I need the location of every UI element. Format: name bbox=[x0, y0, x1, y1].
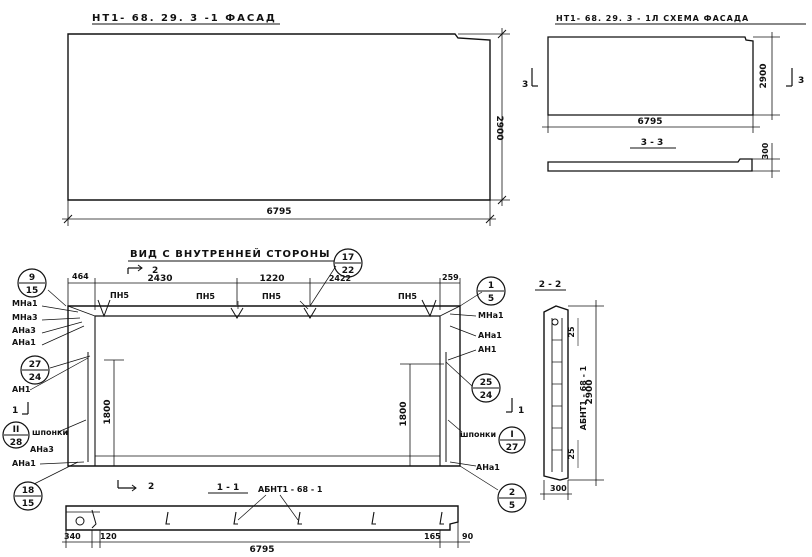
cut2-top-label: 2 bbox=[152, 266, 158, 276]
scheme-view: НТ1- 68. 29. 3 - 1Л СХЕМА ФАСАДА 3 3 290… bbox=[522, 14, 806, 178]
s22-height-dim: 2900 bbox=[585, 379, 595, 404]
dim-340: 340 bbox=[64, 532, 81, 541]
cut2-bottom-label: 2 bbox=[148, 482, 154, 492]
bubble-num: 17 bbox=[342, 253, 355, 263]
dim-1220: 1220 bbox=[259, 274, 284, 284]
scheme-thick-dim: 300 bbox=[761, 142, 770, 159]
bubble-num: II bbox=[13, 425, 20, 435]
bubble-num: 1 bbox=[488, 281, 494, 291]
inner-view: ВИД С ВНУТРЕННЕЙ СТОРОНЫ 2 464 2430 1220… bbox=[12, 247, 524, 492]
bubble-den: 27 bbox=[506, 443, 519, 453]
scheme-panel bbox=[547, 36, 754, 116]
section-22-view: 2 - 2 АБНТ1 - 68 - 1 2900 25 25 300 bbox=[535, 280, 604, 500]
bubble-num: I bbox=[510, 430, 513, 440]
facade-view: НТ1- 68. 29. 3 -1 ФАСАД 2900 6795 bbox=[62, 13, 510, 226]
dim-259: 259 bbox=[442, 273, 459, 282]
dim-2422: 2422 bbox=[329, 274, 351, 283]
dim-165: 165 bbox=[424, 532, 441, 541]
mark-pn5-1: ПН5 bbox=[110, 291, 129, 300]
dim-1800-right: 1800 bbox=[399, 401, 409, 426]
section-33-title: 3 - 3 bbox=[641, 138, 664, 148]
section-11-title: 1 - 1 bbox=[217, 483, 240, 493]
scheme-width-dim: 6795 bbox=[637, 117, 662, 127]
bubble-den: 5 bbox=[488, 294, 494, 304]
s22-width-dim: 300 bbox=[550, 484, 567, 493]
dim-1800-left: 1800 bbox=[103, 399, 113, 424]
cut1-left-label: 1 bbox=[12, 406, 18, 416]
bubble-18-15: 18 15 bbox=[13, 481, 43, 511]
dim-120: 120 bbox=[100, 532, 117, 541]
scheme-title: НТ1- 68. 29. 3 - 1Л СХЕМА ФАСАДА bbox=[556, 14, 749, 23]
bubble-den: 24 bbox=[29, 373, 42, 383]
cut1-right-label: 1 bbox=[518, 406, 524, 416]
section-11-profile bbox=[65, 505, 459, 531]
mark-mna1-left: МНа1 bbox=[12, 299, 38, 308]
cut3-right-label: 3 bbox=[798, 76, 804, 86]
bubble-I-27: I 27 bbox=[498, 426, 526, 454]
bubble-den: 15 bbox=[26, 286, 39, 296]
facade-height-dim: 2900 bbox=[494, 115, 504, 140]
bubble-2-5: 2 5 bbox=[497, 483, 527, 513]
section-11-view: 1 - 1 АБНТ1 - 68 - 1 340 120 6795 165 90 bbox=[62, 483, 474, 555]
bubble-num: 2 bbox=[509, 488, 515, 498]
mark-mna1-right: МНа1 bbox=[478, 311, 504, 320]
facade-panel bbox=[67, 33, 491, 201]
facade-title: НТ1- 68. 29. 3 -1 ФАСАД bbox=[92, 13, 277, 24]
facade-width-dim: 6795 bbox=[266, 207, 291, 217]
dim-90: 90 bbox=[462, 532, 474, 541]
mark-abnt1-vertical: АБНТ1 - 68 - 1 bbox=[579, 365, 588, 430]
dim-2430: 2430 bbox=[147, 274, 172, 284]
mark-pn5-3: ПН5 bbox=[262, 292, 281, 301]
bubble-den: 24 bbox=[480, 391, 493, 401]
section-22-title: 2 - 2 bbox=[539, 280, 562, 290]
bubble-17-22: 17 22 bbox=[333, 248, 363, 278]
mark-an1-left: АН1 bbox=[12, 385, 31, 394]
bubble-den: 22 bbox=[342, 266, 355, 276]
cut3-left-label: 3 bbox=[522, 80, 528, 90]
mark-ana1-left: АНа1 bbox=[12, 338, 36, 347]
dim-464: 464 bbox=[72, 272, 89, 281]
mark-ana1-right: АНа1 bbox=[478, 331, 502, 340]
dim-6795-bottom: 6795 bbox=[249, 545, 274, 555]
section-22-profile bbox=[543, 305, 569, 481]
mark-pn5-2: ПН5 bbox=[196, 292, 215, 301]
bubble-num: 27 bbox=[29, 360, 42, 370]
mark-ana3-bottom-left: АНа3 bbox=[30, 445, 54, 454]
scheme-height-dim: 2900 bbox=[759, 63, 769, 88]
bubble-den: 15 bbox=[22, 499, 35, 509]
mark-mna3-left: МНа3 bbox=[12, 313, 38, 322]
bubble-25-24: 25 24 bbox=[471, 373, 501, 403]
mark-ana1-bottom-left: АНа1 bbox=[12, 459, 36, 468]
bubble-num: 25 bbox=[480, 378, 493, 388]
bubble-27-24: 27 24 bbox=[20, 355, 50, 385]
section-33-profile bbox=[547, 158, 753, 172]
mark-shponki-left: шпонки bbox=[32, 428, 68, 437]
bubble-II-28: II 28 bbox=[2, 421, 30, 449]
inner-panel-outline bbox=[67, 305, 461, 467]
mark-an1-right: АН1 bbox=[478, 345, 497, 354]
mark-ana1-bottom-right: АНа1 bbox=[476, 463, 500, 472]
bubble-den: 28 bbox=[10, 438, 23, 448]
s22-25-bottom: 25 bbox=[567, 448, 576, 460]
bubble-num: 9 bbox=[29, 273, 35, 283]
mark-abnt1: АБНТ1 - 68 - 1 bbox=[258, 485, 323, 494]
bubble-9-15: 9 15 bbox=[17, 268, 47, 298]
s22-25-top: 25 bbox=[567, 326, 576, 338]
mark-shponki-right: шпонки bbox=[460, 430, 496, 439]
bubble-1-5: 1 5 bbox=[476, 276, 506, 306]
mark-ana3-left: АНа3 bbox=[12, 326, 36, 335]
bubble-num: 18 bbox=[22, 486, 35, 496]
inner-view-title: ВИД С ВНУТРЕННЕЙ СТОРОНЫ bbox=[130, 247, 331, 260]
mark-pn5-4: ПН5 bbox=[398, 292, 417, 301]
bubble-den: 5 bbox=[509, 501, 515, 511]
